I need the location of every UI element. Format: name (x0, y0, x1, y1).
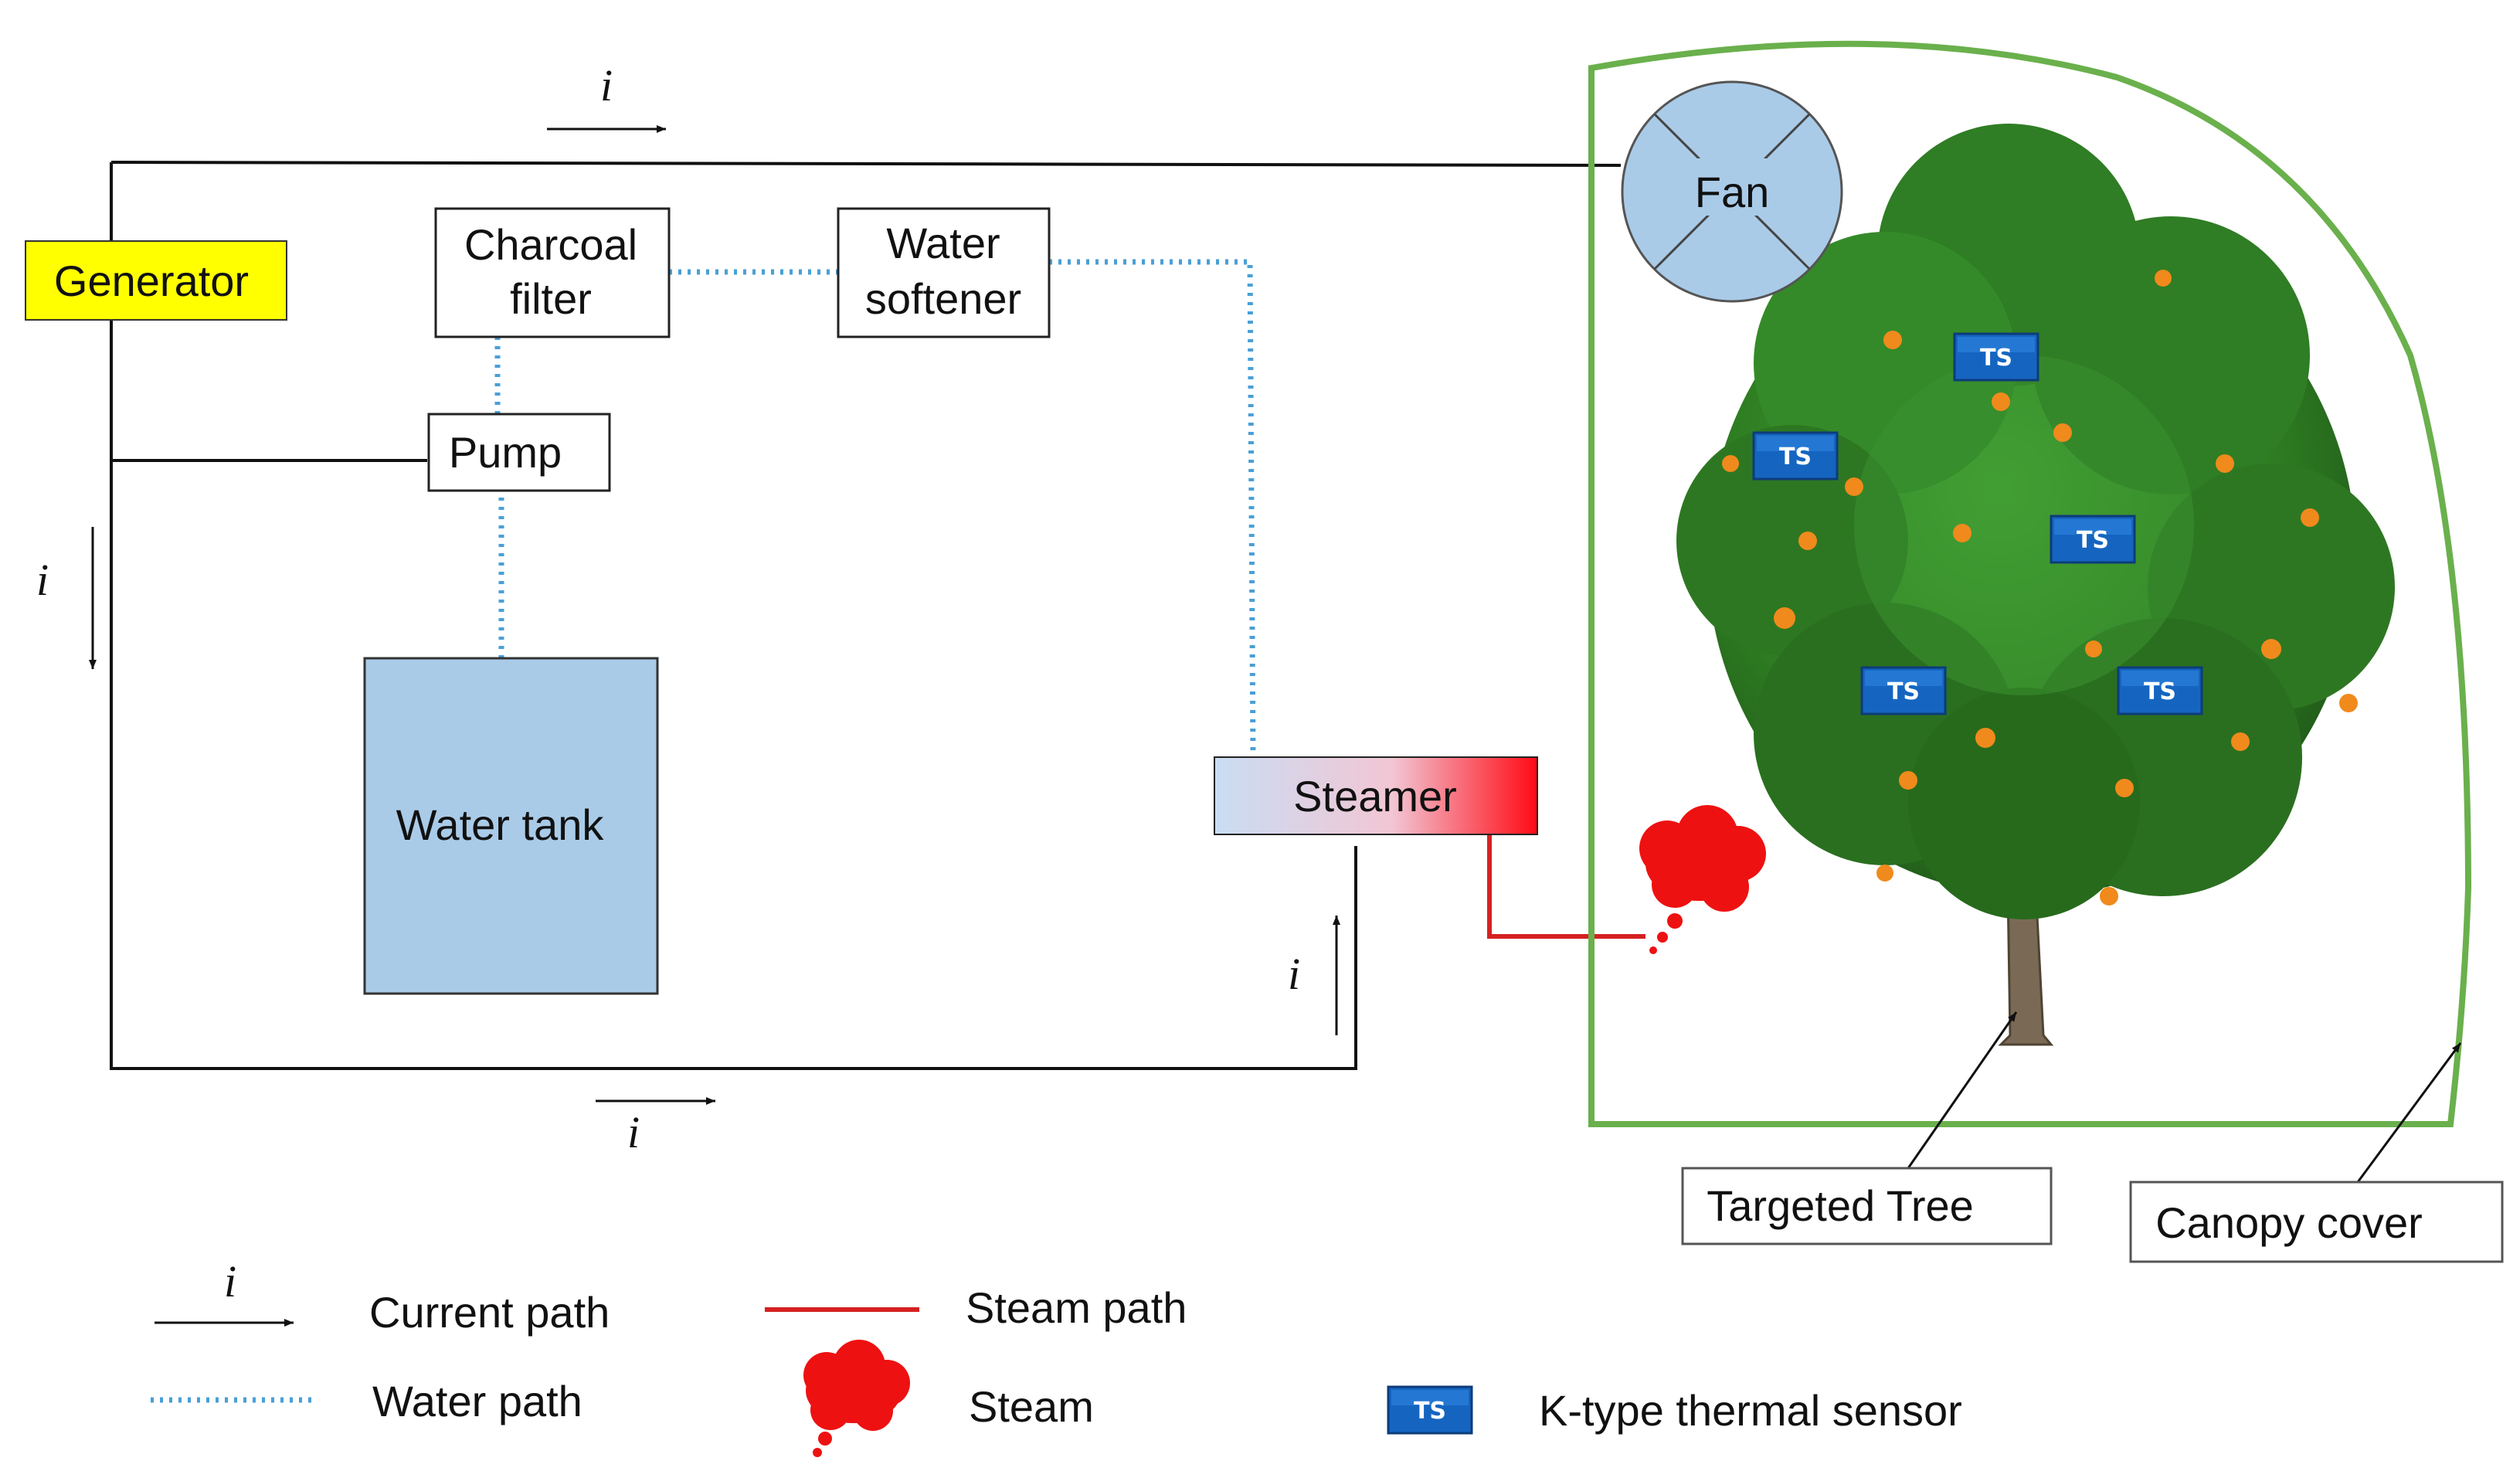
legend-current-symbol: i (224, 1256, 236, 1306)
thermal-sensor-1: TS (1953, 332, 2039, 382)
water-tank-label: Water tank (396, 800, 605, 849)
svg-text:TS: TS (1980, 345, 2012, 372)
water-softener-label-1: Water (886, 219, 1000, 267)
water-path (494, 259, 1256, 758)
current-label-top: i (600, 60, 613, 110)
current-arrows (89, 125, 1340, 1105)
svg-text:TS: TS (1887, 678, 1920, 705)
canopy-cover-outline (1588, 40, 2472, 1127)
steamer-box: Steamer (1214, 756, 1538, 835)
thermal-sensor-5: TS (2117, 666, 2203, 715)
pump-label: Pump (449, 428, 562, 477)
thermal-sensor-3: TS (2050, 515, 2136, 564)
canopy-cover-label: Canopy cover (2155, 1198, 2423, 1247)
orange-tree (1676, 124, 2395, 1046)
charcoal-filter-label-2: filter (510, 274, 592, 323)
legend: i Current path Water path Steam path Ste… (151, 1256, 1962, 1457)
targeted-tree-callout: Targeted Tree (1681, 1167, 2053, 1245)
legend-current-path-label: Current path (369, 1288, 610, 1337)
tree-oranges (1722, 270, 2358, 905)
svg-text:TS: TS (2144, 678, 2176, 705)
legend-sensor-badge: TS (1414, 1398, 1446, 1425)
legend-steam-label: Steam (969, 1382, 1094, 1431)
current-label-right: i (1288, 949, 1300, 999)
legend-steam-path-label: Steam path (966, 1283, 1187, 1332)
steamer-label: Steamer (1293, 772, 1457, 821)
charcoal-filter-box: Charcoal filter (434, 207, 671, 338)
steam-path-line (1487, 834, 1645, 939)
fan-label: Fan (1695, 168, 1770, 216)
legend-thermal-sensor-label: K-type thermal sensor (1539, 1386, 1962, 1435)
targeted-tree-label: Targeted Tree (1707, 1181, 1974, 1230)
legend-steam: Steam (803, 1340, 1094, 1457)
water-tank: Water tank (363, 657, 659, 995)
legend-thermal-sensor: TS K-type thermal sensor (1387, 1385, 1962, 1435)
canopy-cover-callout: Canopy cover (2129, 1181, 2504, 1263)
thermal-sensor-2: TS (1752, 431, 1839, 481)
targeted-tree-pointer (1907, 1011, 2018, 1169)
svg-text:TS: TS (2077, 527, 2109, 554)
steam-cloud-icon (1639, 805, 1766, 954)
current-label-left: i (36, 555, 49, 605)
water-softener-box: Water softener (837, 207, 1051, 338)
generator-label: Generator (54, 257, 249, 305)
current-label-bottom: i (627, 1107, 640, 1157)
canopy-cover-pointer (2356, 1042, 2462, 1183)
current-wiring (110, 161, 1622, 1070)
fan-icon: Fan (1621, 80, 1843, 303)
legend-steam-cloud-icon (803, 1340, 910, 1457)
svg-text:TS: TS (1779, 443, 1812, 471)
generator-box: Generator (25, 240, 287, 321)
legend-water-path-label: Water path (372, 1377, 582, 1425)
thermal-sensor-4: TS (1860, 666, 1947, 715)
tree-foliage (1676, 124, 2395, 919)
charcoal-filter-label-1: Charcoal (464, 220, 637, 269)
pump-box: Pump (427, 413, 611, 492)
legend-steam-path: Steam path (765, 1283, 1187, 1332)
legend-current-path: i Current path (155, 1256, 610, 1337)
water-softener-label-2: softener (865, 274, 1021, 323)
legend-water-path: Water path (151, 1377, 582, 1425)
